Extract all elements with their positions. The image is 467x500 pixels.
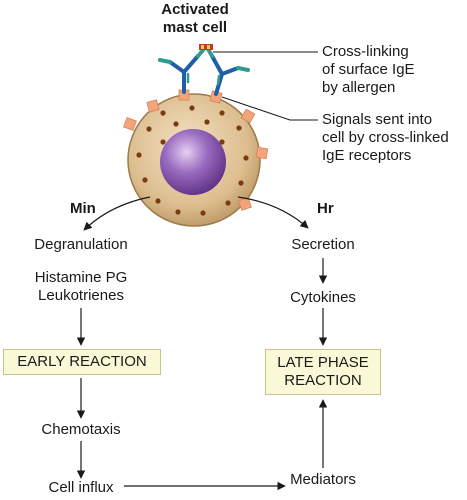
chemotaxis-label: Chemotaxis xyxy=(41,421,121,438)
hr-curve-arrow xyxy=(237,196,309,229)
surface-receptors xyxy=(123,89,269,211)
ige-antibody-left xyxy=(158,47,206,94)
receptor xyxy=(146,99,160,113)
granule xyxy=(219,139,225,145)
min-curve-arrow xyxy=(83,196,151,231)
receptor xyxy=(238,197,252,211)
early-reaction-box: EARLY REACTION xyxy=(3,349,161,375)
granules xyxy=(136,105,249,216)
mediators-label: Mediators xyxy=(290,471,356,488)
granule xyxy=(225,200,231,206)
granule xyxy=(160,139,166,145)
granule xyxy=(204,119,210,125)
cell-influx-label: Cell influx xyxy=(48,479,114,496)
granule xyxy=(200,210,206,216)
cytokines-label: Cytokines xyxy=(290,289,356,306)
allergen xyxy=(199,44,213,50)
granule xyxy=(236,125,242,131)
degranulation-label: Degranulation xyxy=(34,236,128,253)
cell-title: Activated mast cell xyxy=(161,1,229,36)
granule xyxy=(160,110,166,116)
min-time-label: Min xyxy=(70,200,96,217)
granule xyxy=(146,126,152,132)
hr-time-label: Hr xyxy=(317,200,334,217)
histamine-pg-leukotrienes-label: Histamine PG Leukotrienes xyxy=(34,269,128,304)
ige-antibody-right xyxy=(206,47,250,96)
granule xyxy=(173,121,179,127)
crosslinking-annotation: Cross-linking of surface IgE by allergen xyxy=(322,43,415,96)
granule xyxy=(175,209,181,215)
nucleus xyxy=(160,129,226,195)
receptor xyxy=(255,146,269,160)
secretion-label: Secretion xyxy=(291,236,355,253)
receptor xyxy=(123,117,137,131)
signals-leader-line xyxy=(221,96,318,121)
signals-annotation: Signals sent into cell by cross-linked I… xyxy=(322,111,449,164)
granule xyxy=(136,152,142,158)
granule xyxy=(238,180,244,186)
granule xyxy=(155,198,161,204)
granule xyxy=(243,155,249,161)
late-phase-reaction-box: LATE PHASE REACTION xyxy=(265,349,381,395)
granule xyxy=(189,105,195,111)
receptor xyxy=(240,108,256,124)
granule xyxy=(219,110,225,116)
granule xyxy=(142,177,148,183)
